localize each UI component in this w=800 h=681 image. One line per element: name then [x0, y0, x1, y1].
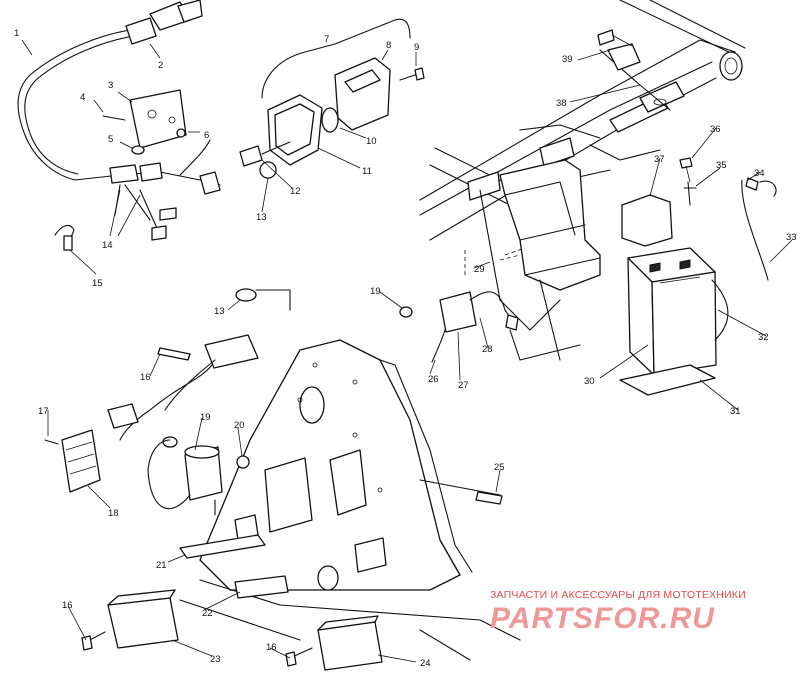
mounting-panel: [199, 339, 501, 591]
callout-15: 15: [92, 278, 103, 289]
screw-17: [44, 439, 59, 445]
callout-21: 21: [156, 560, 167, 571]
callout-13-lower: 13: [214, 306, 225, 317]
callout-35: 35: [716, 160, 727, 171]
callout-30: 30: [584, 376, 595, 387]
callout-24: 24: [420, 658, 431, 669]
callout-6: 6: [204, 130, 209, 141]
callout-1: 1: [14, 28, 19, 39]
mount-strip: [179, 534, 266, 559]
nut-19-right: [399, 306, 413, 318]
frame-assembly: [419, 0, 746, 361]
bulb: [321, 107, 339, 133]
callout-19: 19: [200, 412, 211, 423]
screw-9: [399, 73, 419, 81]
callout-4: 4: [80, 92, 85, 103]
callout-33: 33: [786, 232, 797, 243]
callout-36: 36: [710, 124, 721, 135]
module-18: [61, 429, 101, 493]
clip-13-lower: [235, 288, 257, 302]
taillight-housing: [334, 57, 391, 131]
ignition-coil: [147, 439, 223, 516]
callout-3: 3: [108, 80, 113, 91]
wire-clip-13: [259, 161, 277, 179]
callout-23: 23: [210, 654, 221, 665]
callout-9: 9: [414, 42, 419, 53]
callout-18: 18: [108, 508, 119, 519]
callout-22: 22: [202, 608, 213, 619]
bulb-socket: [239, 145, 263, 167]
callout-17: 17: [38, 406, 49, 417]
callout-27: 27: [458, 380, 469, 391]
callout-12: 12: [290, 186, 301, 197]
screw-4: [102, 115, 126, 121]
callout-34: 34: [754, 168, 765, 179]
nut-6: [176, 128, 186, 138]
callout-26: 26: [428, 374, 439, 385]
callout-2: 2: [158, 60, 163, 71]
regulator: [431, 291, 519, 363]
nut-19: [162, 436, 178, 448]
callout-labels: 1 2 3 4 5 6 7 8 9 10 11 12 13 14 15 13 1…: [14, 28, 797, 669]
callout-8: 8: [386, 40, 391, 51]
callout-7: 7: [324, 34, 329, 45]
watermark-subtitle: ЗАПЧАСТИ И АКСЕССУАРЫ ДЛЯ МОТОТЕХНИКИ: [490, 589, 746, 601]
bolt-39: [597, 29, 633, 47]
screw-36: [679, 157, 693, 169]
callout-25: 25: [494, 462, 505, 473]
callout-32: 32: [758, 332, 769, 343]
callout-16-top: 16: [140, 372, 151, 383]
plate-22: [234, 575, 289, 599]
wire-harness: [17, 0, 221, 241]
callout-37: 37: [654, 154, 665, 165]
mount-plate: [129, 89, 187, 149]
battery: [627, 247, 717, 376]
cdi-box: [107, 334, 259, 441]
battery-pad: [619, 364, 716, 396]
callout-16-left: 16: [62, 600, 73, 611]
callout-28: 28: [482, 344, 493, 355]
callout-39: 39: [562, 54, 573, 65]
callout-38: 38: [556, 98, 567, 109]
callout-10: 10: [366, 136, 377, 147]
screw-35: [683, 181, 697, 206]
leader-lines: [21, 39, 793, 663]
bolt-16-top: [157, 347, 191, 361]
bracket-23: [107, 597, 179, 649]
battery-strap: [711, 279, 729, 341]
watermark: ЗАПЧАСТИ И АКСЕССУАРЫ ДЛЯ МОТОТЕХНИКИ PA…: [490, 589, 746, 635]
callout-5: 5: [108, 134, 113, 145]
callout-14: 14: [102, 240, 113, 251]
group-bracket-7: [261, 18, 411, 99]
hold-down-pad: [621, 194, 673, 247]
callout-20: 20: [234, 420, 245, 431]
callout-13: 13: [256, 212, 267, 223]
bolt-25: [475, 491, 503, 505]
watermark-brand: PARTSFOR.RU: [490, 602, 715, 635]
leader-dashed-29: [464, 250, 521, 275]
battery-cable: [741, 179, 777, 281]
callout-11: 11: [362, 166, 372, 177]
callout-29: 29: [474, 264, 485, 275]
washer-20: [236, 455, 250, 469]
callout-19-right: 19: [370, 286, 381, 297]
callout-31: 31: [730, 406, 741, 417]
wire-clip: [54, 224, 75, 241]
callout-16-bottom: 16: [266, 642, 277, 653]
nut-5: [131, 145, 145, 155]
